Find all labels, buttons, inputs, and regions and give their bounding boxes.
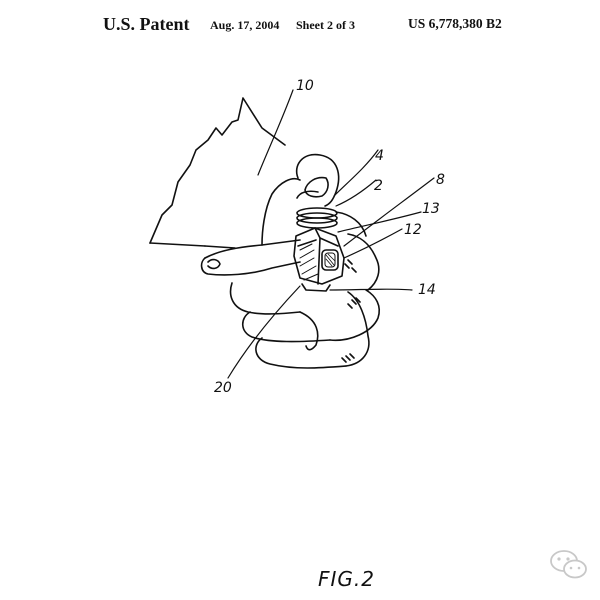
ring-housing xyxy=(293,227,345,292)
sleeve-lines xyxy=(149,97,286,249)
ref-4: 4 xyxy=(375,148,384,164)
header-title: U.S. Patent xyxy=(103,14,190,34)
ref-10: 10 xyxy=(296,78,314,94)
header-sheet: Sheet 2 of 3 xyxy=(296,18,355,32)
header-date: Aug. 17, 2004 xyxy=(210,18,280,32)
ref-2: 2 xyxy=(374,178,383,194)
ref-14: 14 xyxy=(418,282,436,298)
ref-8: 8 xyxy=(436,172,445,188)
ref-20: 20 xyxy=(214,380,232,396)
ring-coil xyxy=(296,207,338,229)
ref-12: 12 xyxy=(404,222,422,238)
ref-13: 13 xyxy=(422,201,440,217)
wechat-bubbles-icon xyxy=(550,550,587,579)
index-finger xyxy=(200,178,301,276)
thumb xyxy=(295,153,340,207)
figure-label: FIG.2 xyxy=(318,567,375,591)
header-patent-number: US 6,778,380 B2 xyxy=(408,16,502,31)
reference-numerals: 10 4 2 8 13 12 14 20 xyxy=(214,78,445,396)
fist xyxy=(229,211,381,369)
leader-lines xyxy=(227,89,435,379)
patent-header: U.S. Patent Aug. 17, 2004 Sheet 2 of 3 U… xyxy=(0,14,600,38)
